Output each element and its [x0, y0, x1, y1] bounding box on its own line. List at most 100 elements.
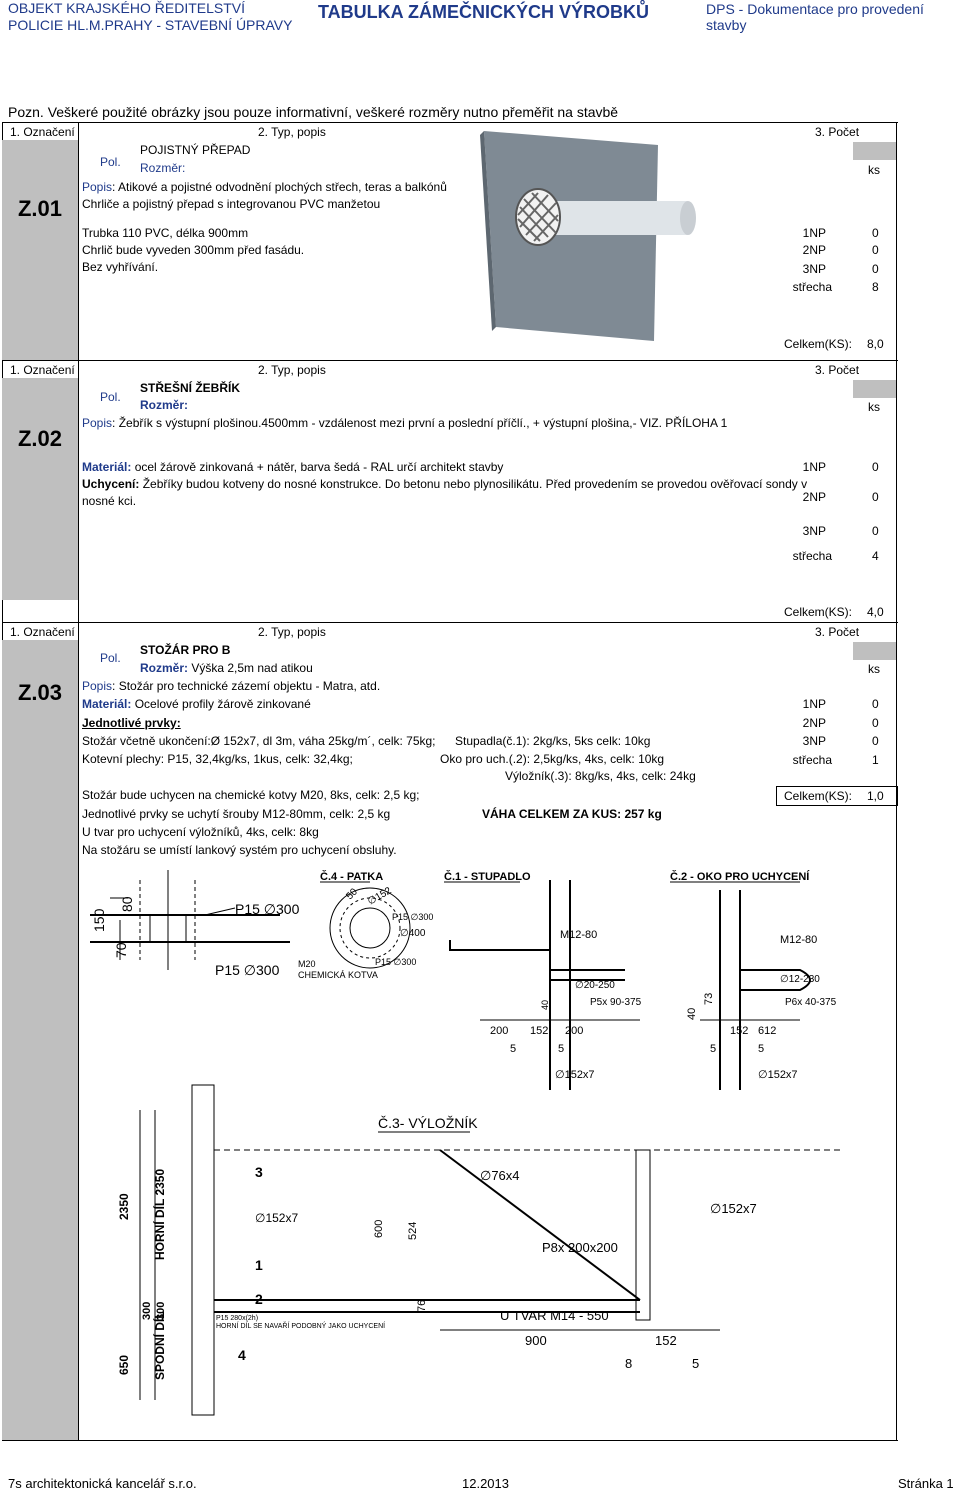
dimension: Rozměr: Výška 2,5m nad atikou — [140, 661, 313, 675]
unit-label: ks — [868, 662, 880, 676]
arm-detail: Č.3- VÝLOŽNÍK ∅76x4 ∅152x7 600 524 76 P8… — [373, 1115, 757, 1371]
description-label: Popis — [82, 416, 113, 430]
count-floor: 1NP — [802, 226, 826, 240]
plate-p5x: P5x 90-375 — [590, 997, 642, 1008]
dim-50: 50 — [344, 886, 360, 902]
overflow-drain-image — [480, 131, 696, 341]
dim-5: 5 — [558, 1043, 564, 1055]
table-bottom-border — [2, 1440, 898, 1441]
dim-152: 152 — [730, 1025, 748, 1037]
fixing-label: Uchycení: — [82, 477, 140, 491]
item-name: STOŽÁR PRO B — [140, 643, 231, 657]
dim-8: 8 — [625, 1356, 632, 1371]
header-left-line1: OBJEKT KRAJSKÉHO ŘEDITELSTVÍ — [8, 0, 246, 16]
m20-label: M20 — [298, 959, 316, 969]
step-title: Č.1 - STUPADLO — [444, 870, 531, 883]
dim-25: 40 — [540, 1000, 550, 1010]
note: Pozn. Veškeré použité obrázky jsou pouze… — [8, 104, 619, 120]
total-value: 1,0 — [867, 789, 884, 803]
callout-1: 1 — [255, 1257, 263, 1273]
pipe-dim: ∅152x7 — [555, 1069, 595, 1081]
callout-3: 3 — [255, 1164, 263, 1180]
pipe-dim: ∅152x7 — [710, 1201, 757, 1216]
description: Popis: Atikové a pojistné odvodnění ploc… — [82, 180, 447, 194]
table-right-border — [896, 122, 897, 1440]
dim-5: 5 — [710, 1043, 716, 1055]
dimension-label: Rozměr: — [140, 161, 186, 175]
unit-label: ks — [868, 400, 880, 414]
count-floor: 3NP — [802, 524, 826, 538]
dim-650: 650 — [117, 1355, 131, 1375]
total-value: 4,0 — [867, 605, 884, 619]
fixing-line2: nosné kci. — [82, 494, 137, 508]
header-right: DPS - Dokumentace pro provedení stavby — [706, 1, 924, 33]
material-label: Materiál: — [82, 697, 132, 711]
part-line: Stožár včetně ukončení:Ø 152x7, dl 3m, v… — [82, 734, 436, 748]
pipe-dim: ∅152x7 — [255, 1211, 298, 1225]
col-label-type: 2. Typ, popis — [258, 363, 326, 377]
dim-40: 40 — [686, 1008, 698, 1020]
item-code-cell: Z.01 — [2, 140, 78, 360]
count-floor: střecha — [792, 280, 832, 294]
p15-label: P15 ∅300 — [235, 901, 300, 917]
row-divider — [2, 360, 898, 361]
total-weight: VÁHA CELKEM ZA KUS: 257 kg — [482, 807, 662, 821]
count-qty: 0 — [872, 243, 879, 257]
description-text: : Žebřík s výstupní plošinou.4500mm - vz… — [112, 416, 728, 430]
item-code: Z.02 — [17, 426, 63, 451]
mast-elevation: 2350 HORNÍ DÍL 2350 300 300 650 SPODNÍ D… — [117, 1084, 840, 1416]
dim-524: 524 — [407, 1222, 419, 1240]
footer-date: 12.2013 — [462, 1476, 509, 1491]
col-label-designation: 1. Označení — [10, 125, 75, 139]
col-label-type: 2. Typ, popis — [258, 625, 326, 639]
dim-612: 612 — [758, 1025, 776, 1037]
total-value: 8,0 — [867, 337, 884, 351]
note-line: Na stožáru se umístí lankový systém pro … — [82, 843, 397, 857]
pipe-dim: ∅152x7 — [758, 1069, 798, 1081]
callout-4: 4 — [238, 1347, 246, 1363]
parts-label: Jednotlivé prvky: — [82, 716, 181, 730]
count-floor: 3NP — [802, 262, 826, 276]
p15-label: P15 ∅300 — [215, 962, 280, 978]
dim-73: 73 — [703, 993, 715, 1005]
step-detail: Č.1 - STUPADLO M12-80 40 ∅20-250 P5x 90-… — [444, 870, 642, 1090]
col-label-count: 3. Počet — [815, 363, 860, 377]
col-label-designation: 1. Označení — [10, 363, 75, 377]
description-line: Bez vyhřívání. — [82, 260, 159, 274]
item-code: Z.03 — [17, 680, 63, 705]
fixing: Uchycení: Žebříky budou kotveny do nosné… — [82, 477, 807, 491]
count-qty: 0 — [872, 262, 879, 276]
count-qty: 0 — [872, 524, 879, 538]
base-plate-detail: 150 70 80 P15 ∅300 P15 ∅300 — [90, 870, 300, 978]
dim-70: 70 — [113, 942, 129, 958]
item-code-cell: Z.03 — [2, 640, 78, 1440]
patka-title: Č.4 - PATKA — [320, 870, 383, 883]
count-qty: 1 — [872, 753, 879, 767]
dim-200: 200 — [565, 1025, 583, 1037]
dim-400: ∅400 — [400, 928, 426, 939]
description-text: : Stožár pro technické zázemí objektu - … — [112, 679, 381, 693]
count-floor: střecha — [792, 753, 832, 767]
count-floor: 1NP — [802, 460, 826, 474]
col-label-count: 3. Počet — [815, 625, 860, 639]
p15-label: P15 ∅300 — [375, 957, 416, 967]
p15-note: HORNÍ DÍL SE NAVAŘÍ PODOBNÝ JAKO UCHYCEN… — [216, 1321, 385, 1330]
total-box — [776, 786, 898, 806]
dim-12-230: ∅12-230 — [780, 974, 820, 985]
material-text: ocel žárově zinkovaná + nátěr, barva šed… — [131, 460, 504, 474]
material: Materiál: Ocelové profily žárově zinkova… — [82, 697, 311, 711]
description-line: Chrliče a pojistný přepad s integrovanou… — [82, 197, 381, 211]
lower-part: SPODNÍ DÍL — [152, 1311, 167, 1380]
count-gray-cell — [853, 380, 896, 398]
col-label-type: 2. Typ, popis — [258, 125, 326, 139]
count-floor: 1NP — [802, 697, 826, 711]
description: Popis: Stožár pro technické zázemí objek… — [82, 679, 380, 693]
count-gray-cell — [853, 642, 896, 660]
p15-note: P15 280x(2h) — [216, 1315, 258, 1322]
bolt-label: M12-80 — [780, 934, 817, 946]
count-floor: 2NP — [802, 490, 826, 504]
count-qty: 0 — [872, 490, 879, 504]
count-qty: 0 — [872, 716, 879, 730]
u-shape: U TVAR M14 - 550 — [500, 1308, 609, 1323]
patka-plan: Č.4 - PATKA 50 ∅152 P15 ∅300 ∅400 M20 CH… — [298, 870, 433, 980]
